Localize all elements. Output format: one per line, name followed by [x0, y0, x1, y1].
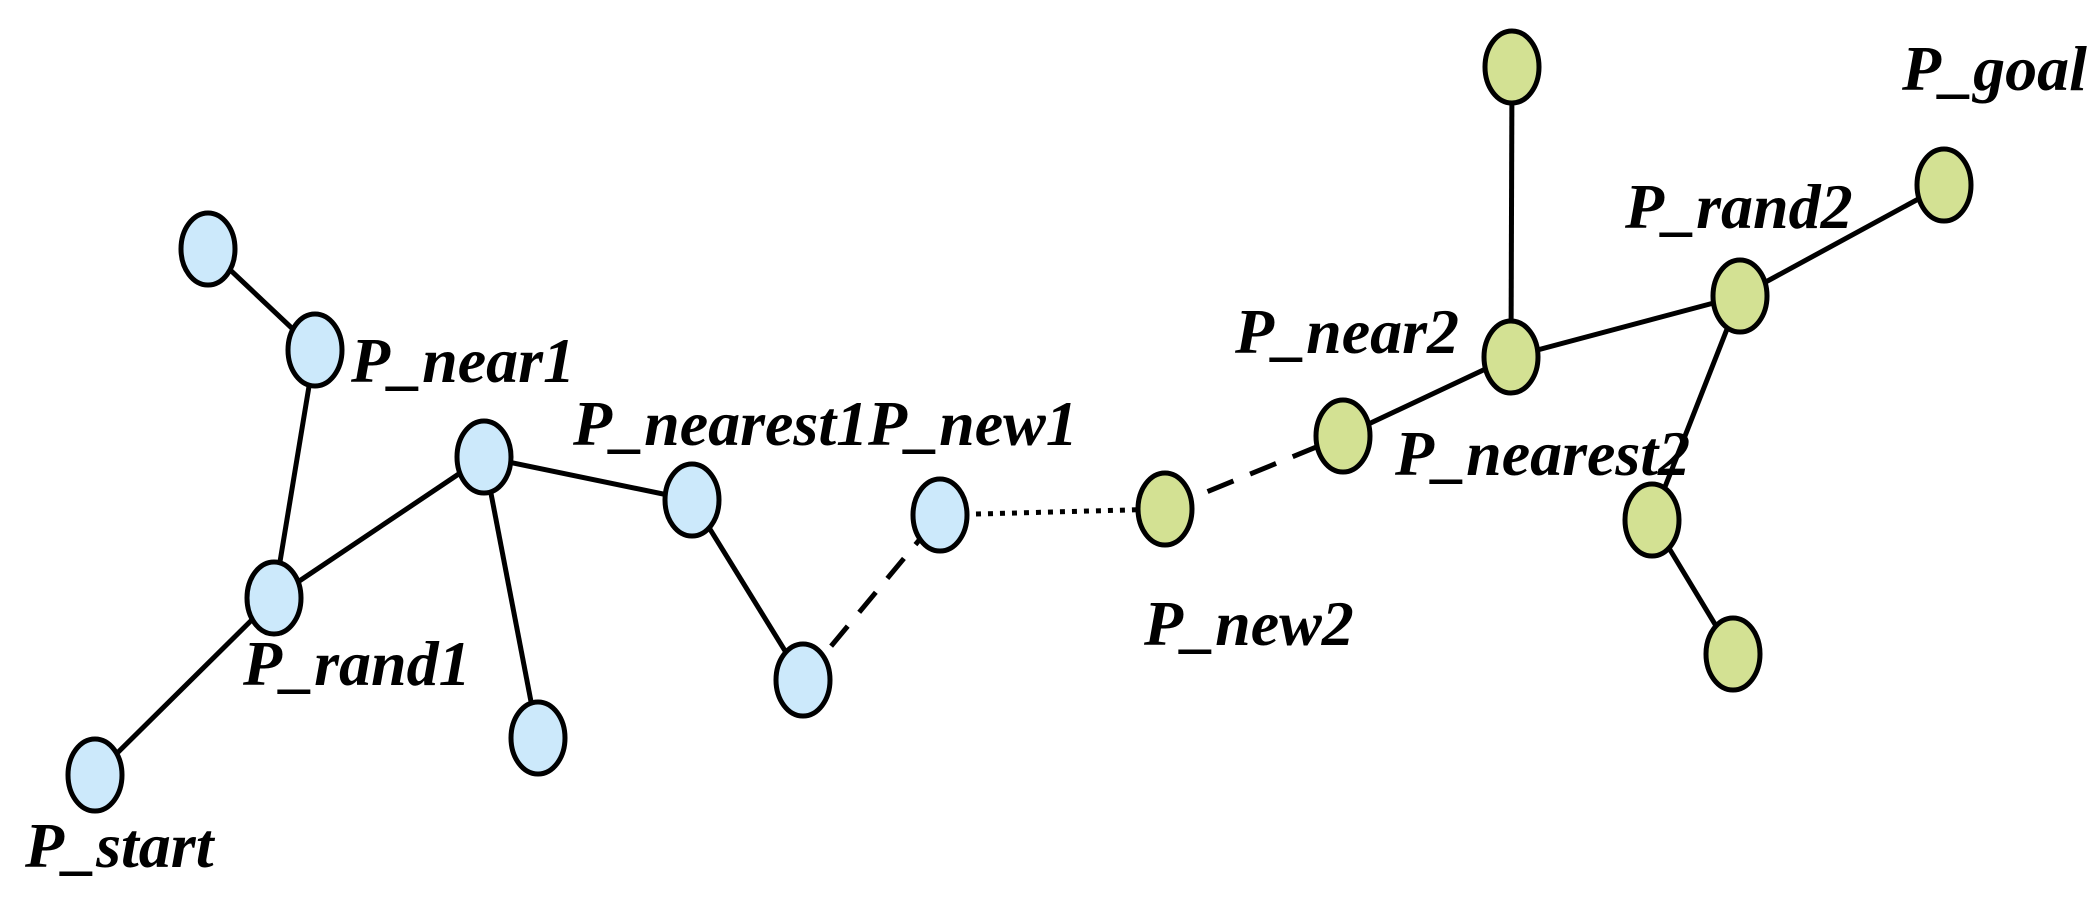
node-leaf-top2 [1482, 28, 1542, 106]
label-nearest1: P_nearest1 [572, 388, 868, 459]
label-rand2: P_rand2 [1624, 171, 1853, 242]
node-leaf-top [178, 210, 238, 288]
tree1-nodes [65, 210, 970, 814]
edge-lower-new1-dashed [801, 513, 942, 682]
edge-rand2-goal [1738, 182, 1946, 299]
edge-nearest2-near2 [1341, 354, 1513, 439]
label-near2: P_near2 [1234, 296, 1459, 367]
node-leaf-low [508, 699, 568, 777]
label-new2: P_new2 [1143, 588, 1354, 659]
label-goal: P_goal [1901, 33, 2087, 104]
edge-near2-top [1508, 66, 1515, 358]
node-new1 [910, 476, 970, 554]
label-near1: P_near1 [350, 325, 575, 396]
node-leaf-low2 [1703, 615, 1763, 693]
edge-rand1-hub [272, 454, 486, 601]
edge-hub-nearest1 [483, 454, 693, 503]
node-hub [454, 418, 514, 496]
node-near2 [1481, 318, 1541, 396]
label-rand1: P_rand1 [242, 628, 471, 699]
tree2-nodes [1135, 28, 1974, 693]
labels: P_start P_rand1 P_near1 P_nearest1 P_new… [24, 33, 2087, 881]
edge-near2-rand2 [1510, 293, 1741, 360]
node-rand1 [244, 559, 304, 637]
node-goal [1914, 146, 1974, 224]
node-new2 [1135, 470, 1195, 548]
node-lower [773, 641, 833, 719]
node-near1 [285, 311, 345, 389]
edge-new1-new2-dotted [939, 506, 1166, 518]
edge-start-rand1 [93, 596, 276, 777]
node-nearest1 [662, 461, 722, 539]
label-nearest2: P_nearest2 [1394, 418, 1690, 489]
edge-rand2-lower [1649, 295, 1743, 521]
edge-new2-nearest2-dashed [1164, 433, 1344, 512]
label-new1: P_new1 [867, 388, 1078, 459]
node-rand2 [1710, 257, 1770, 335]
node-nearest2 [1313, 397, 1373, 475]
edge-rand1-near1 [271, 349, 318, 599]
label-start: P_start [24, 810, 216, 881]
edge-hub-leaf [481, 456, 541, 739]
node-lower2 [1622, 481, 1682, 559]
node-start [65, 736, 125, 814]
